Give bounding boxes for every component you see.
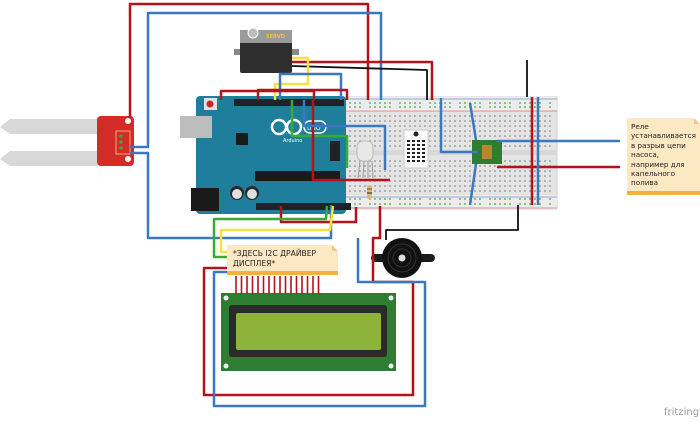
relay-note: Реле устанавливается в разрыв цепи насос… — [627, 118, 700, 195]
wire-red — [128, 2, 370, 118]
arduino-uno: Arduino UNO — [180, 96, 351, 214]
servo-motor: SERVO — [234, 22, 299, 73]
dht-sensor — [403, 129, 429, 169]
i2c-note-text: *ЗДЕСЬ I2C ДРАЙВЕР ДИСПЛЕЯ* — [233, 249, 317, 268]
breadboard-holes — [339, 102, 551, 205]
wire-blue — [212, 238, 427, 408]
wire-green — [212, 205, 329, 259]
wire-blue — [278, 72, 343, 100]
wire-blue — [130, 11, 383, 149]
wire-red — [219, 89, 316, 100]
soil-moisture-sensor — [0, 116, 134, 166]
arduino-logo-text: Arduino — [283, 138, 302, 144]
wire-green — [290, 100, 349, 168]
wire-black — [291, 65, 428, 100]
wire-red — [371, 206, 382, 282]
wire-blue — [302, 100, 387, 170]
servo-label: SERVO — [266, 34, 285, 40]
wire-blue — [468, 102, 478, 206]
wires — [128, 2, 620, 408]
fritzing-watermark: fritzing — [664, 407, 700, 418]
wire-yellow — [219, 205, 335, 254]
piezo-buzzer — [371, 238, 435, 278]
relay-note-text: Реле устанавливается в разрыв цепи насос… — [631, 122, 696, 188]
lcd-display — [221, 276, 396, 371]
wire-blue — [439, 98, 478, 154]
i2c-driver-note: *ЗДЕСЬ I2C ДРАЙВЕР ДИСПЛЕЯ* — [227, 245, 338, 275]
wire-black — [385, 205, 519, 240]
resistor — [367, 185, 372, 199]
wire-red — [292, 60, 434, 100]
rgb-led — [356, 140, 374, 179]
wire-red — [279, 206, 358, 224]
